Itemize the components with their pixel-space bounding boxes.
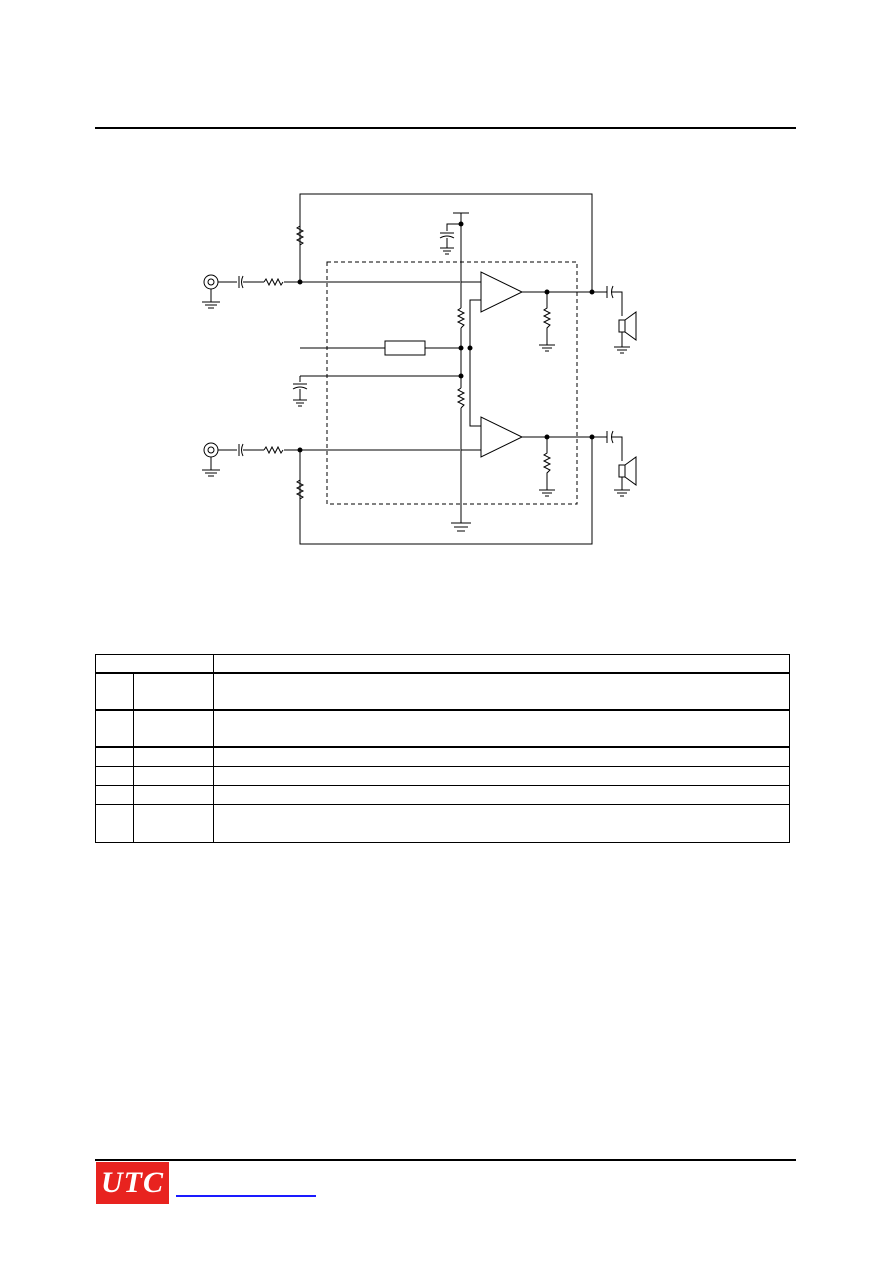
- input-cap-1: [238, 275, 244, 289]
- table-cell: [213, 672, 790, 711]
- table-cell: [213, 804, 790, 843]
- table-cell: [95, 746, 134, 767]
- amp1-load-resistor: [539, 292, 555, 352]
- table-cell: [95, 785, 134, 805]
- utc-logo: UTC: [96, 1162, 169, 1204]
- input-cap-2: [238, 443, 244, 457]
- table-cell: [95, 709, 134, 748]
- table-row: [95, 804, 790, 843]
- table-cell: [133, 746, 214, 767]
- table-cell: [95, 672, 134, 711]
- table-row: [95, 709, 790, 748]
- table-cell: [213, 766, 790, 786]
- table-row: [95, 672, 790, 711]
- node: [297, 279, 303, 285]
- footer-rule: [95, 1159, 796, 1161]
- table-row: [95, 746, 790, 767]
- supply-bypass-cap: [439, 223, 461, 255]
- table-cell: [95, 804, 134, 843]
- feedback-wire-top: [299, 193, 593, 292]
- website-link[interactable]: [176, 1195, 316, 1197]
- bias-resistor-1: [456, 307, 466, 329]
- table-cell: [133, 785, 214, 805]
- nonInv-feed-bottom: [469, 348, 481, 427]
- table-cell: [133, 766, 214, 786]
- table-cell: [213, 709, 790, 748]
- ic-ground: [451, 522, 471, 532]
- pin-description-table: [95, 654, 790, 843]
- table-row: [95, 766, 790, 786]
- table-cell: [213, 746, 790, 767]
- node: [297, 447, 303, 453]
- header-cell-pin: [95, 654, 214, 674]
- ripple-cap: [292, 383, 308, 407]
- table-cell: [133, 672, 214, 711]
- output-cap-2: [606, 430, 623, 461]
- table-cell: [133, 804, 214, 843]
- feedback-wire-bottom: [299, 437, 593, 545]
- table-cell: [133, 709, 214, 748]
- input-jack-1: [202, 274, 220, 309]
- output-cap-1: [606, 285, 623, 316]
- header-cell-description: [213, 654, 790, 674]
- amplifier-1: [480, 271, 524, 313]
- node: [589, 289, 595, 295]
- table-cell: [95, 766, 134, 786]
- ic-boundary: [326, 261, 578, 505]
- header-rule: [95, 127, 796, 129]
- input-jack-2: [202, 442, 220, 477]
- table-cell: [213, 785, 790, 805]
- amplifier-2: [480, 416, 524, 458]
- feedback-resistor-bottom: [295, 479, 305, 500]
- nonInv-feed-top: [469, 299, 481, 348]
- speaker-1: [614, 311, 637, 354]
- bias-resistor-2: [456, 387, 466, 409]
- control-resistor: [384, 340, 426, 356]
- ripple-wire: [299, 375, 461, 382]
- node: [589, 434, 595, 440]
- input-resistor-2: [263, 445, 284, 455]
- feedback-resistor-top: [295, 225, 305, 246]
- table-header-row: [95, 654, 790, 674]
- amp2-load-resistor: [539, 437, 555, 497]
- input-resistor-1: [263, 277, 284, 287]
- table-row: [95, 785, 790, 805]
- speaker-2: [614, 456, 637, 497]
- utc-logo-text: UTC: [101, 1166, 164, 1199]
